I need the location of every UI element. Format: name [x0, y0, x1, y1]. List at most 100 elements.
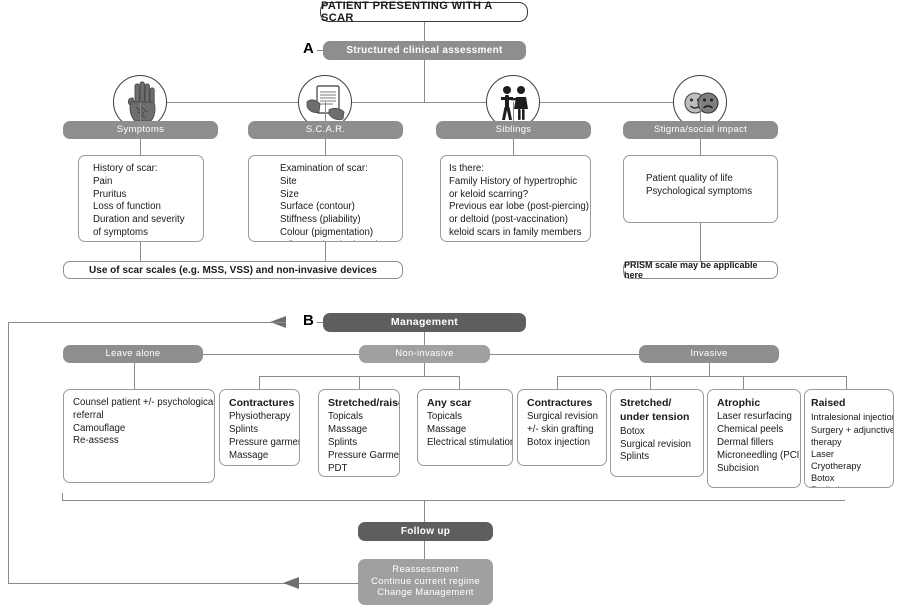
list-item: Pressure garments — [229, 437, 299, 449]
branch-header-leave-alone: Leave alone — [63, 345, 203, 363]
category-header-stigma: Stigma/social impact — [623, 121, 778, 139]
connector-b-letter — [317, 322, 323, 323]
list-item: Laser — [811, 448, 834, 459]
prism-scale-label: PRISM scale may be applicable here — [624, 260, 758, 280]
section-b-letter: B — [303, 312, 314, 329]
list-item: or deltoid (post-vaccination) — [449, 214, 568, 226]
connector-title-to-assessment — [424, 22, 425, 42]
list-item: Examination of scar: — [280, 163, 368, 174]
card-title: Stretched/raised — [328, 397, 399, 409]
connector-symptoms-to-card — [140, 139, 141, 155]
management-label: Management — [390, 316, 459, 329]
connector-bus-to-followup — [424, 500, 425, 522]
list-item: Electrical stimulation — [427, 437, 513, 449]
list-item: Psychological symptoms — [646, 185, 753, 197]
siblings-card: Is there: Family History of hypertrophic… — [440, 155, 591, 242]
list-item: Surgical revision — [620, 438, 692, 450]
branch-label-invasive: Invasive — [690, 347, 728, 359]
category-label-scar: S.C.A.R. — [305, 123, 346, 135]
prism-scale-bar: PRISM scale may be applicable here — [623, 260, 778, 280]
connector-symptoms-to-scales — [140, 242, 141, 261]
invasive-card-raised: Raised Intralesional injections Surgery … — [804, 389, 894, 488]
card-title: Any scar — [427, 397, 472, 409]
connector-a-letter — [317, 50, 323, 51]
connector-loop-left — [8, 322, 9, 584]
list-item: Dermal fillers — [717, 437, 774, 449]
scar-examination-card: Examination of scar: Site Size Surface (… — [248, 155, 403, 242]
card-title-line1: Stretched/ — [620, 397, 672, 409]
invasive-stretched-list: Botox Surgical revision Splints — [620, 426, 694, 464]
card-title: Contractures — [527, 397, 593, 409]
list-item: Physiotherapy — [229, 411, 291, 423]
category-label-stigma: Stigma/social impact — [653, 123, 748, 135]
connector-non-invasive-drop — [424, 363, 425, 376]
connector-inv-1 — [557, 376, 558, 389]
list-item: therapy — [811, 436, 842, 447]
list-item: Camouflage — [73, 422, 126, 434]
list-item: +/- skin grafting — [527, 424, 594, 436]
patient-title-box: PATIENT PRESENTING WITH A SCAR — [320, 0, 528, 24]
invasive-contractures-list: Surgical revision +/- skin grafting Boto… — [527, 411, 599, 449]
connector-assessment-down — [424, 60, 425, 102]
list-item: Surface (contour) — [280, 201, 355, 213]
list-item: Cryotherapy — [811, 461, 862, 471]
branch-label-non-invasive: Non-invasive — [395, 347, 454, 359]
category-label-siblings: Siblings — [495, 123, 532, 135]
connector-inv-4 — [846, 376, 847, 389]
connector-bottom-bus — [62, 500, 845, 501]
reassessment-line-1: Reassessment — [392, 563, 459, 575]
connector-loop-bottom — [8, 583, 358, 584]
connector-loop-top — [8, 322, 286, 323]
connector-siblings-drop — [513, 102, 514, 121]
list-item: Surgical revision — [527, 411, 599, 423]
connector-stigma-drop — [700, 102, 701, 121]
list-item: Topicals — [427, 411, 462, 423]
list-item: PDT — [328, 462, 348, 474]
branch-header-invasive: Invasive — [639, 345, 779, 363]
connector-symptoms-drop — [140, 102, 141, 121]
scar-scales-bar: Use of scar scales (e.g. MSS, VSS) and n… — [63, 261, 403, 279]
list-item: Counsel patient +/- psychological — [73, 397, 215, 408]
invasive-card-contractures: Contractures Surgical revision +/- skin … — [517, 389, 607, 466]
noninvasive-contractures-list: Physiotherapy Splints Pressure garments … — [229, 411, 299, 462]
list-item: Pain — [93, 175, 113, 187]
stigma-card: Patient quality of life Psychological sy… — [623, 155, 778, 223]
noninvasive-stretched-list: Topicals Massage Splints Pressure Garmen… — [328, 411, 400, 475]
list-item: keloid scars in family members — [449, 226, 582, 238]
leave-alone-list: Counsel patient +/- psychological referr… — [73, 397, 215, 448]
connector-inv-3 — [743, 376, 744, 389]
list-item: Loss of function — [93, 201, 161, 213]
list-item: Topicals — [328, 411, 363, 423]
list-item: Is there: — [449, 163, 484, 174]
connector-scar-drop — [325, 102, 326, 121]
reassessment-line-2: Continue current regime — [371, 575, 480, 587]
scar-scales-label: Use of scar scales (e.g. MSS, VSS) and n… — [89, 264, 377, 276]
stigma-list: Patient quality of life Psychological sy… — [646, 173, 768, 199]
category-header-scar: S.C.A.R. — [248, 121, 403, 139]
list-item: Botox injection — [527, 437, 591, 449]
category-header-siblings: Siblings — [436, 121, 591, 139]
list-item: Site — [280, 175, 297, 187]
list-item: Surgery + adjunctive — [811, 424, 894, 435]
list-item: Family History of hypertrophic — [449, 175, 578, 187]
list-item: Radiotherapy — [811, 484, 890, 487]
list-item: Duration and severity — [93, 214, 185, 226]
structured-clinical-assessment-label: Structured clinical assessment — [346, 44, 503, 56]
list-item: Splints — [328, 437, 358, 449]
siblings-list: Is there: Family History of hypertrophic… — [449, 163, 589, 240]
card-title-line2: under tension — [620, 411, 690, 424]
noninvasive-card-stretched-raised: Stretched/raised Topicals Massage Splint… — [318, 389, 400, 477]
branch-header-non-invasive: Non-invasive — [359, 345, 490, 363]
scar-examination-list: Examination of scar: Site Size Surface (… — [280, 163, 393, 241]
connector-stigma-to-prism — [700, 223, 701, 261]
list-item: Pressure Garments — [328, 449, 400, 461]
section-a-letter: A — [303, 40, 314, 57]
list-item: Massage — [328, 424, 368, 436]
structured-clinical-assessment-header: Structured clinical assessment — [323, 41, 526, 60]
category-label-symptoms: Symptoms — [116, 123, 165, 135]
connector-noninv-1 — [259, 376, 260, 389]
follow-up-box: Follow up — [358, 522, 493, 541]
card-title: Contractures — [229, 397, 295, 409]
branch-label-leave-alone: Leave alone — [105, 347, 161, 359]
